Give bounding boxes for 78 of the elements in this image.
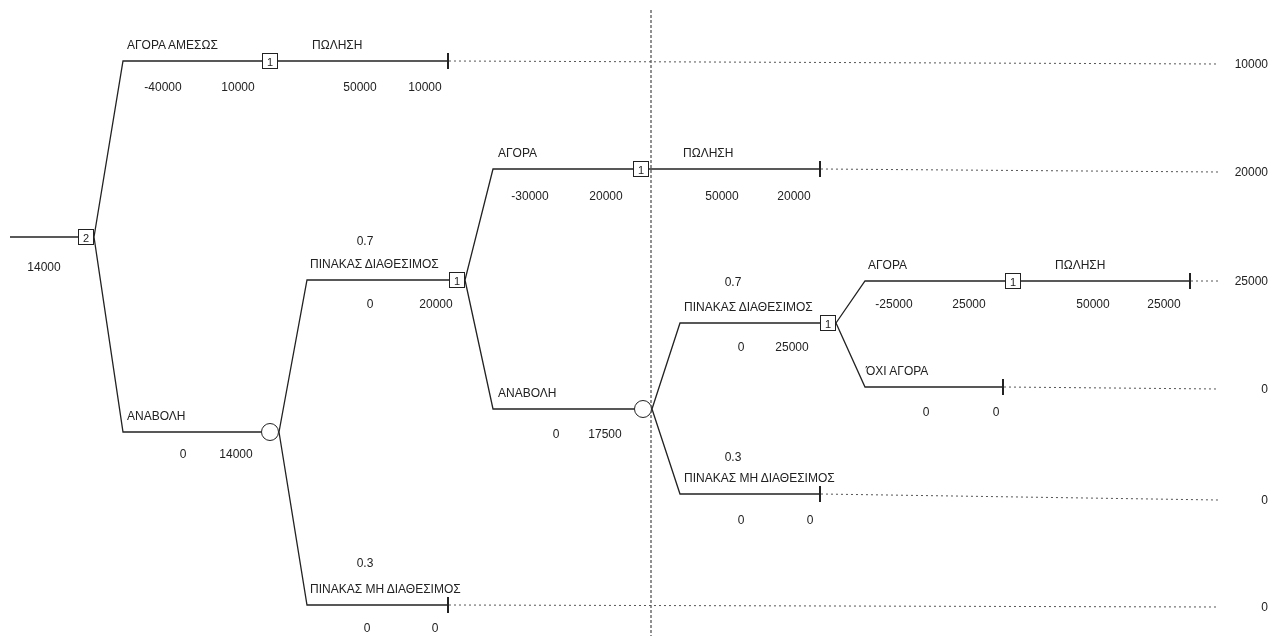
branch-line: [651, 322, 821, 410]
probability-value: 0.7: [724, 275, 742, 289]
branch-value: -25000: [875, 297, 913, 311]
branch-label: ΠΙΝΑΚΑΣ ΜΗ ΔΙΑΘΕΣΙΜΟΣ: [684, 471, 835, 485]
branch-label: ΠΙΝΑΚΑΣ ΜΗ ΔΙΑΘΕΣΙΜΟΣ: [310, 582, 461, 596]
branch-line: [93, 60, 263, 238]
branch-line: [9, 236, 79, 238]
branch-line: [93, 236, 262, 433]
branch-value: 25000: [952, 297, 986, 311]
branch-label: ΠΙΝΑΚΑΣ ΔΙΑΘΕΣΙΜΟΣ: [684, 300, 813, 314]
dotted-line: [448, 604, 1219, 608]
branch-label: ΑΓΟΡΑ: [498, 146, 538, 160]
decision-node: 1: [820, 315, 836, 331]
branch-value: 0: [737, 340, 745, 354]
branch-label: ΌΧΙ ΑΓΟΡΑ: [866, 364, 929, 378]
branch-value: 17500: [588, 427, 622, 441]
branch-line: [651, 408, 820, 495]
branch-label: ΠΩΛΗΣΗ: [683, 146, 734, 160]
payoff-value: 25000: [1218, 273, 1268, 289]
branch-value: 25000: [1147, 297, 1181, 311]
probability-value: 0.3: [356, 556, 374, 570]
branch-label: ΑΓΟΡΑ ΑΜΕΣΩΣ: [127, 38, 218, 52]
decision-node: 2: [78, 229, 94, 245]
payoff-value: 0: [1218, 599, 1268, 615]
branch-value: 50000: [343, 80, 377, 94]
branch-label: ΠΙΝΑΚΑΣ ΔΙΑΘΕΣΙΜΟΣ: [310, 257, 439, 271]
decision-node: 1: [449, 272, 465, 288]
dotted-line: [820, 168, 1219, 173]
branch-line: [835, 322, 1003, 388]
branch-line: [648, 168, 820, 170]
decision-node: 1: [633, 161, 649, 177]
branch-label: ΠΩΛΗΣΗ: [1055, 258, 1106, 272]
branch-line: [464, 279, 635, 410]
branch-label: ΑΓΟΡΑ: [868, 258, 908, 272]
branch-line: [278, 431, 448, 606]
branch-value: 0: [737, 513, 745, 527]
branch-value: 25000: [775, 340, 809, 354]
branch-value: 20000: [777, 189, 811, 203]
branch-label: ΑΝΑΒΟΛΗ: [498, 386, 557, 400]
payoff-value: 20000: [1218, 164, 1268, 180]
branch-value: 0: [552, 427, 560, 441]
branch-value: 0: [992, 405, 1000, 419]
branch-value: 20000: [589, 189, 623, 203]
branch-value: 0: [363, 621, 371, 635]
branch-label: ΑΝΑΒΟΛΗ: [127, 409, 186, 423]
dotted-line: [1190, 280, 1219, 282]
branch-value: 0: [179, 447, 187, 461]
branch-value: 0: [922, 405, 930, 419]
branch-line: [277, 60, 448, 62]
chance-node: [261, 423, 279, 441]
branch-line: [1020, 280, 1190, 282]
branch-value: 0: [431, 621, 439, 635]
branch-value: 14000: [219, 447, 253, 461]
decision-node: 1: [1005, 273, 1021, 289]
branch-value: 50000: [705, 189, 739, 203]
branch-value: 10000: [221, 80, 255, 94]
decision-node: 1: [262, 53, 278, 69]
branch-value: -40000: [144, 80, 182, 94]
dotted-line: [448, 60, 1219, 65]
branch-value: 50000: [1076, 297, 1110, 311]
payoff-value: 0: [1218, 492, 1268, 508]
chance-node: [634, 400, 652, 418]
branch-value: 0: [806, 513, 814, 527]
branch-value: -30000: [511, 189, 549, 203]
branch-label: ΠΩΛΗΣΗ: [312, 38, 363, 52]
branch-value: 20000: [419, 297, 453, 311]
branch-value: 0: [366, 297, 374, 311]
dotted-line: [820, 493, 1219, 501]
payoff-value: 10000: [1218, 56, 1268, 72]
branch-line: [464, 168, 634, 281]
payoff-value: 0: [1218, 381, 1268, 397]
branch-line: [278, 279, 450, 433]
branch-line: [835, 280, 1006, 324]
branch-value: 14000: [27, 260, 61, 274]
dotted-line: [1003, 386, 1219, 390]
probability-value: 0.3: [724, 450, 742, 464]
probability-value: 0.7: [356, 234, 374, 248]
branch-value: 10000: [408, 80, 442, 94]
